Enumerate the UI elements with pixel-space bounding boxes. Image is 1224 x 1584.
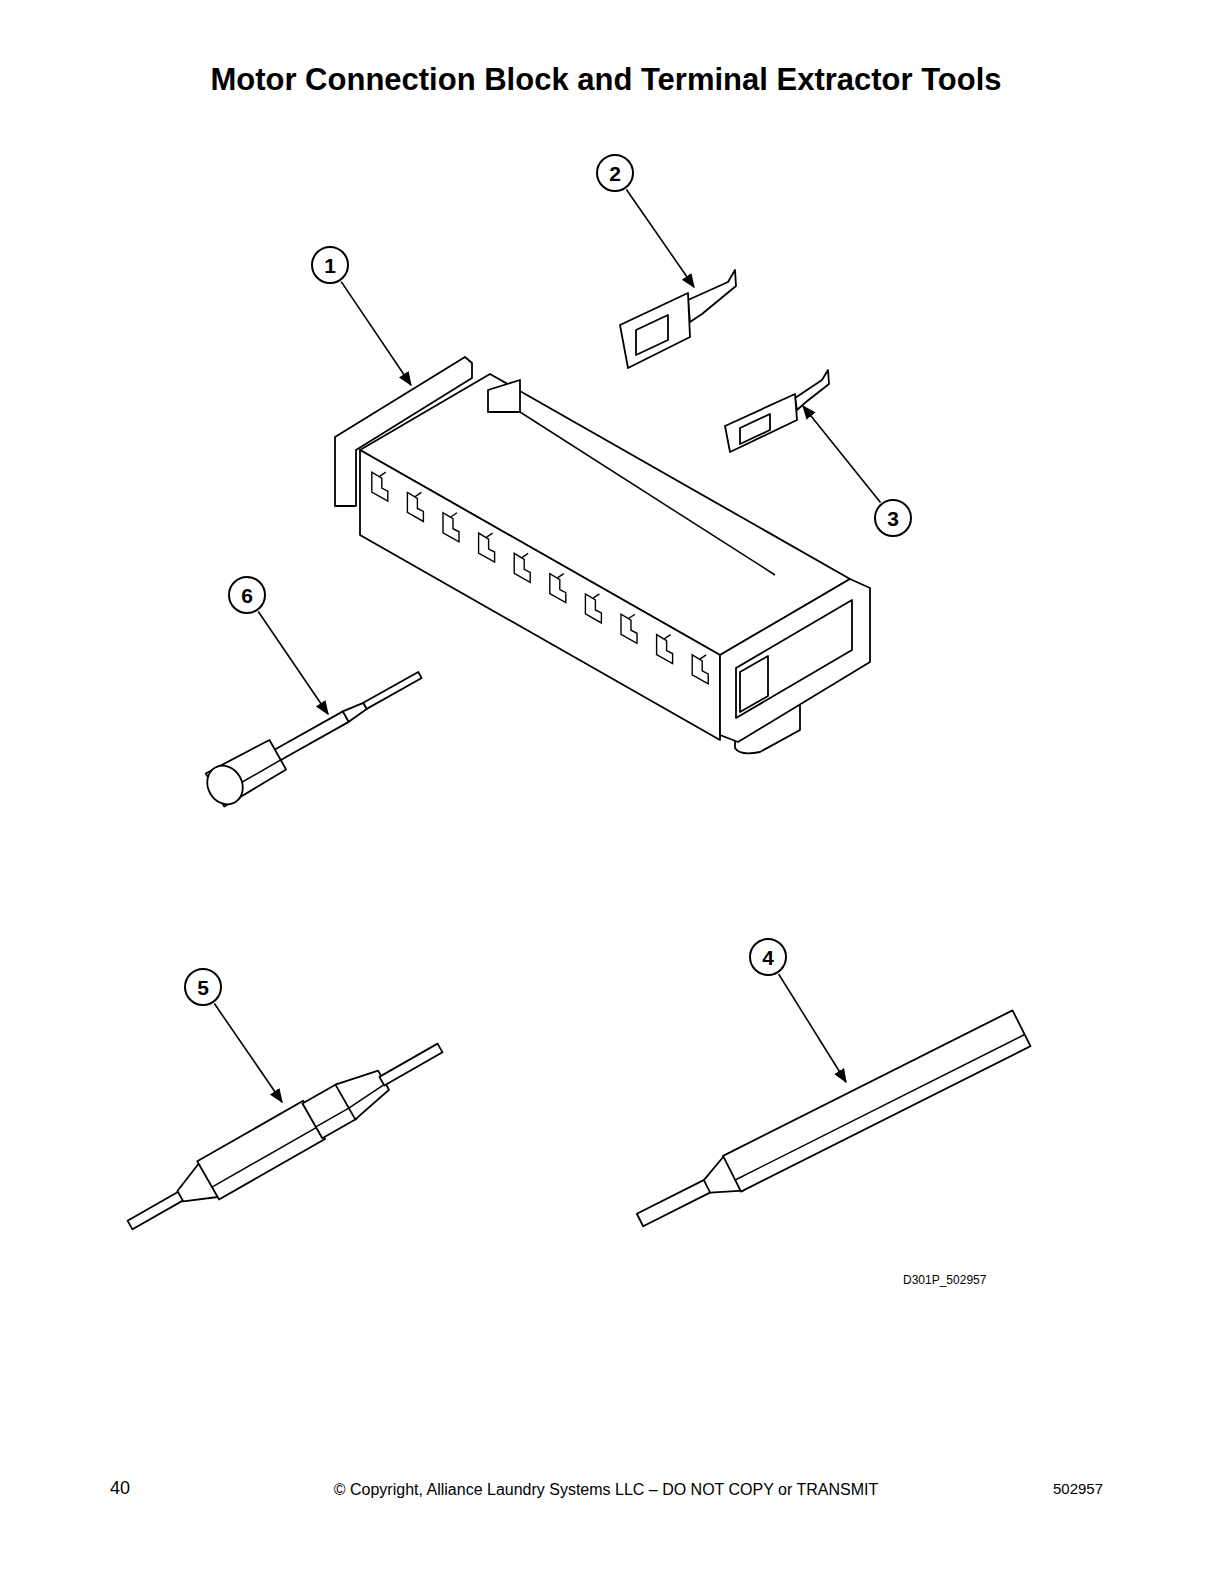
part-line <box>212 1127 318 1187</box>
terminal-plate <box>725 394 797 452</box>
leader-line <box>214 1003 282 1102</box>
extractor-tool <box>200 672 421 811</box>
terminal-neck <box>688 270 736 322</box>
leader-line <box>803 406 880 502</box>
callout-number: 1 <box>324 255 336 276</box>
part-outline <box>637 1179 712 1226</box>
drawing-number: D301P_502957 <box>903 1273 986 1287</box>
terminal-slot <box>692 655 708 684</box>
part-line <box>735 1034 1024 1180</box>
callout-number: 2 <box>596 154 634 192</box>
terminal-slot <box>636 315 668 355</box>
leader-line <box>258 612 328 714</box>
terminals <box>620 270 829 452</box>
terminal-slot <box>514 553 530 582</box>
block-end-plate <box>720 579 870 742</box>
connection-block <box>335 357 870 753</box>
part-outline <box>197 1101 325 1200</box>
terminal-slot <box>585 594 601 623</box>
page-number: 40 <box>110 1478 130 1499</box>
terminal-slot <box>479 533 495 562</box>
leader-lines <box>214 189 880 1102</box>
extractor-tool <box>128 1044 443 1230</box>
part-line <box>316 1107 351 1127</box>
part-outline <box>343 703 367 722</box>
terminal-plate <box>620 293 690 368</box>
block-end-plate <box>335 357 472 506</box>
part-outline <box>273 711 349 761</box>
terminal-slot <box>443 513 459 542</box>
terminal-neck <box>795 370 829 410</box>
block-window <box>740 656 768 712</box>
terminal-slot <box>621 614 637 643</box>
leader-line <box>779 974 846 1082</box>
block-rib <box>488 380 520 412</box>
block-window <box>736 600 852 718</box>
part-line <box>349 1084 386 1109</box>
terminal-slot <box>407 492 423 521</box>
part-outline <box>379 1044 442 1086</box>
leader-line <box>341 282 411 385</box>
callout-number: 3 <box>874 499 912 537</box>
callout-number: 4 <box>749 938 787 976</box>
callout-number: 2 <box>609 163 621 184</box>
callout-number: 5 <box>184 968 222 1006</box>
document-number: 502957 <box>1053 1480 1103 1497</box>
part-outline <box>128 1190 187 1229</box>
leader-line <box>626 189 694 287</box>
page-title: Motor Connection Block and Terminal Extr… <box>0 62 1212 98</box>
tool-handle <box>200 759 249 810</box>
terminal-slot <box>740 414 770 444</box>
part-outline <box>723 1010 1030 1191</box>
terminal-slot <box>550 574 566 603</box>
callout-number: 6 <box>228 576 266 614</box>
block-front <box>360 450 720 740</box>
terminal-slot <box>372 472 388 501</box>
extractor-tool <box>637 1010 1031 1226</box>
copyright-note: © Copyright, Alliance Laundry Systems LL… <box>334 1481 878 1499</box>
terminal-slot <box>657 635 673 664</box>
callout-number: 5 <box>197 977 209 998</box>
callout-number: 4 <box>762 947 774 968</box>
part-outline <box>363 672 421 709</box>
callout-number: 1 <box>311 246 349 284</box>
callout-number: 6 <box>241 585 253 606</box>
callout-number: 3 <box>887 508 899 529</box>
